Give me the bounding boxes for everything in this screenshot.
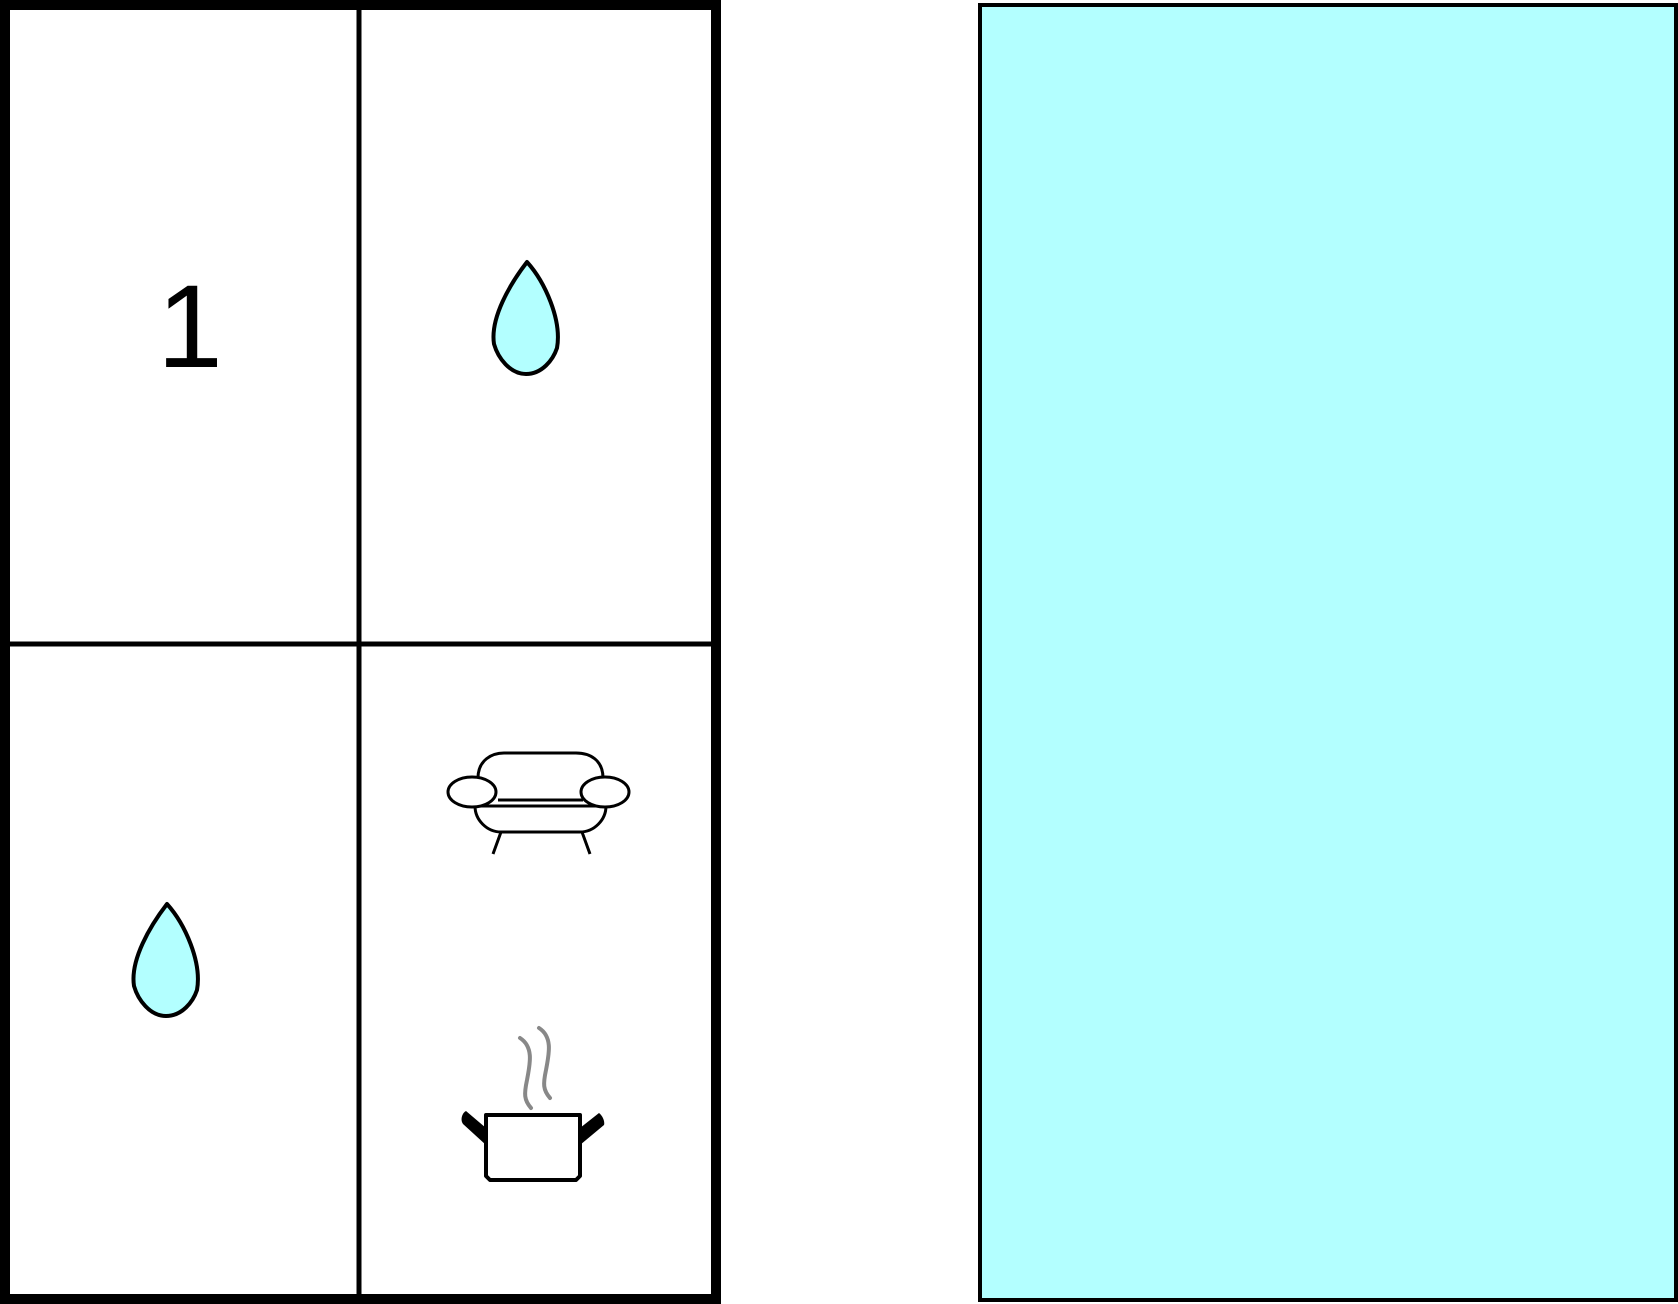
sofa-icon <box>446 751 631 855</box>
room-number-label: 1 <box>157 261 223 393</box>
water-area <box>978 3 1678 1302</box>
steam-line <box>518 1036 533 1110</box>
water-drop-icon <box>491 260 560 376</box>
cooking-pot-icon <box>461 1026 605 1182</box>
water-drop-icon <box>131 902 200 1018</box>
steam-line <box>537 1026 552 1100</box>
